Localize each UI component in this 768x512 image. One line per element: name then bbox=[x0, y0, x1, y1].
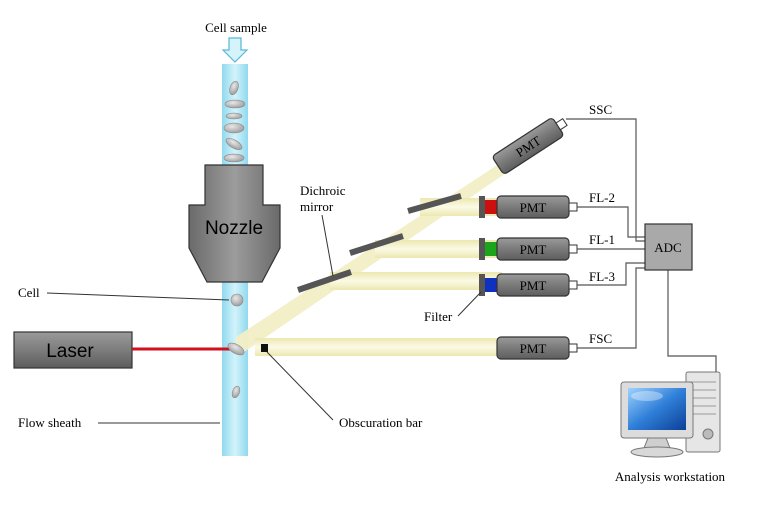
cell-leader bbox=[46, 292, 230, 301]
filter-label: Filter bbox=[424, 309, 453, 324]
nozzle-label: Nozzle bbox=[205, 218, 263, 239]
pmt-fl3: PMT bbox=[479, 273, 578, 297]
laser-body bbox=[13, 331, 133, 369]
adc-box bbox=[644, 223, 693, 271]
pmt-ssc: PMT bbox=[492, 117, 568, 174]
cell-sample-arrow bbox=[221, 37, 249, 63]
pmt-fl2: PMT bbox=[479, 195, 578, 219]
pmt-fl1: PMT bbox=[479, 237, 578, 261]
nozzle bbox=[188, 164, 281, 283]
cell-below bbox=[231, 385, 241, 399]
pmt-fl3-label: PMT bbox=[520, 278, 547, 293]
obscuration-bar-label: Obscuration bar bbox=[339, 415, 423, 430]
analysis-workstation-label: Analysis workstation bbox=[615, 469, 726, 484]
obscuration-leader bbox=[266, 351, 334, 421]
channel-fl1-label: FL-1 bbox=[589, 232, 615, 247]
computer-icon bbox=[620, 371, 721, 458]
filter-leader bbox=[457, 291, 482, 317]
sample-cells bbox=[223, 80, 246, 163]
pmt-fl1-label: PMT bbox=[520, 242, 547, 257]
pmt-fsc-label: PMT bbox=[520, 341, 547, 356]
channel-ssc-label: SSC bbox=[589, 102, 612, 117]
flow-sheath-label: Flow sheath bbox=[18, 415, 82, 430]
channel-fsc-label: FSC bbox=[589, 331, 612, 346]
dichroic-label-line1: Dichroic bbox=[300, 183, 346, 198]
dichroic-mirrors bbox=[297, 193, 462, 293]
laser-label: Laser bbox=[46, 341, 94, 362]
cell-label: Cell bbox=[18, 285, 40, 300]
channel-fl3-label: FL-3 bbox=[589, 269, 615, 284]
dichroic-leader bbox=[321, 214, 334, 277]
cell-sample-label: Cell sample bbox=[205, 20, 267, 35]
interrogated-cell bbox=[227, 342, 245, 356]
signal-wires bbox=[566, 118, 717, 372]
pmt-fsc: PMT bbox=[496, 336, 578, 360]
cell bbox=[230, 293, 244, 307]
obscuration-bar bbox=[261, 344, 268, 352]
adc-label: ADC bbox=[654, 240, 681, 255]
pmt-fl2-label: PMT bbox=[520, 200, 547, 215]
channel-fl2-label: FL-2 bbox=[589, 190, 615, 205]
dichroic-label-line2: mirror bbox=[300, 199, 334, 214]
